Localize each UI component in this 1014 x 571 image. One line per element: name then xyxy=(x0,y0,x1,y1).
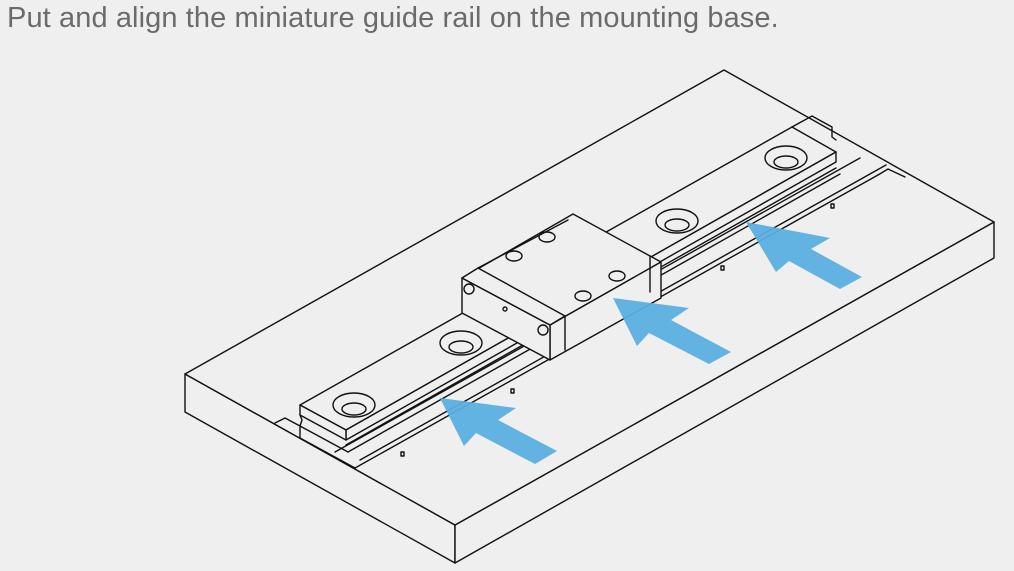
rail-hole xyxy=(332,392,376,418)
rail-hole xyxy=(439,330,483,356)
base-mark xyxy=(720,265,725,271)
lube-port xyxy=(502,306,508,312)
rail-end-profile xyxy=(299,414,349,453)
instruction-title: Put and align the miniature guide rail o… xyxy=(7,2,779,34)
base-mark xyxy=(510,388,515,394)
alignment-arrow-icon xyxy=(613,298,731,364)
end-screw xyxy=(463,283,475,295)
base-mark xyxy=(400,451,405,457)
end-screw xyxy=(537,324,549,336)
base-step-right xyxy=(877,168,906,178)
alignment-arrow-icon xyxy=(440,398,557,464)
carriage-hole xyxy=(538,231,556,243)
rail-hole xyxy=(764,145,808,171)
rail-hole xyxy=(655,208,699,234)
carriage-block xyxy=(461,213,662,361)
carriage-body-edge xyxy=(477,219,569,269)
carriage-hole xyxy=(608,270,626,282)
rail-end-upper xyxy=(299,404,347,441)
rail-far-end xyxy=(791,115,837,141)
base-mark xyxy=(830,203,835,209)
carriage-hole xyxy=(505,250,523,262)
alignment-arrow-icon xyxy=(746,222,862,289)
carriage-hole xyxy=(574,290,592,302)
